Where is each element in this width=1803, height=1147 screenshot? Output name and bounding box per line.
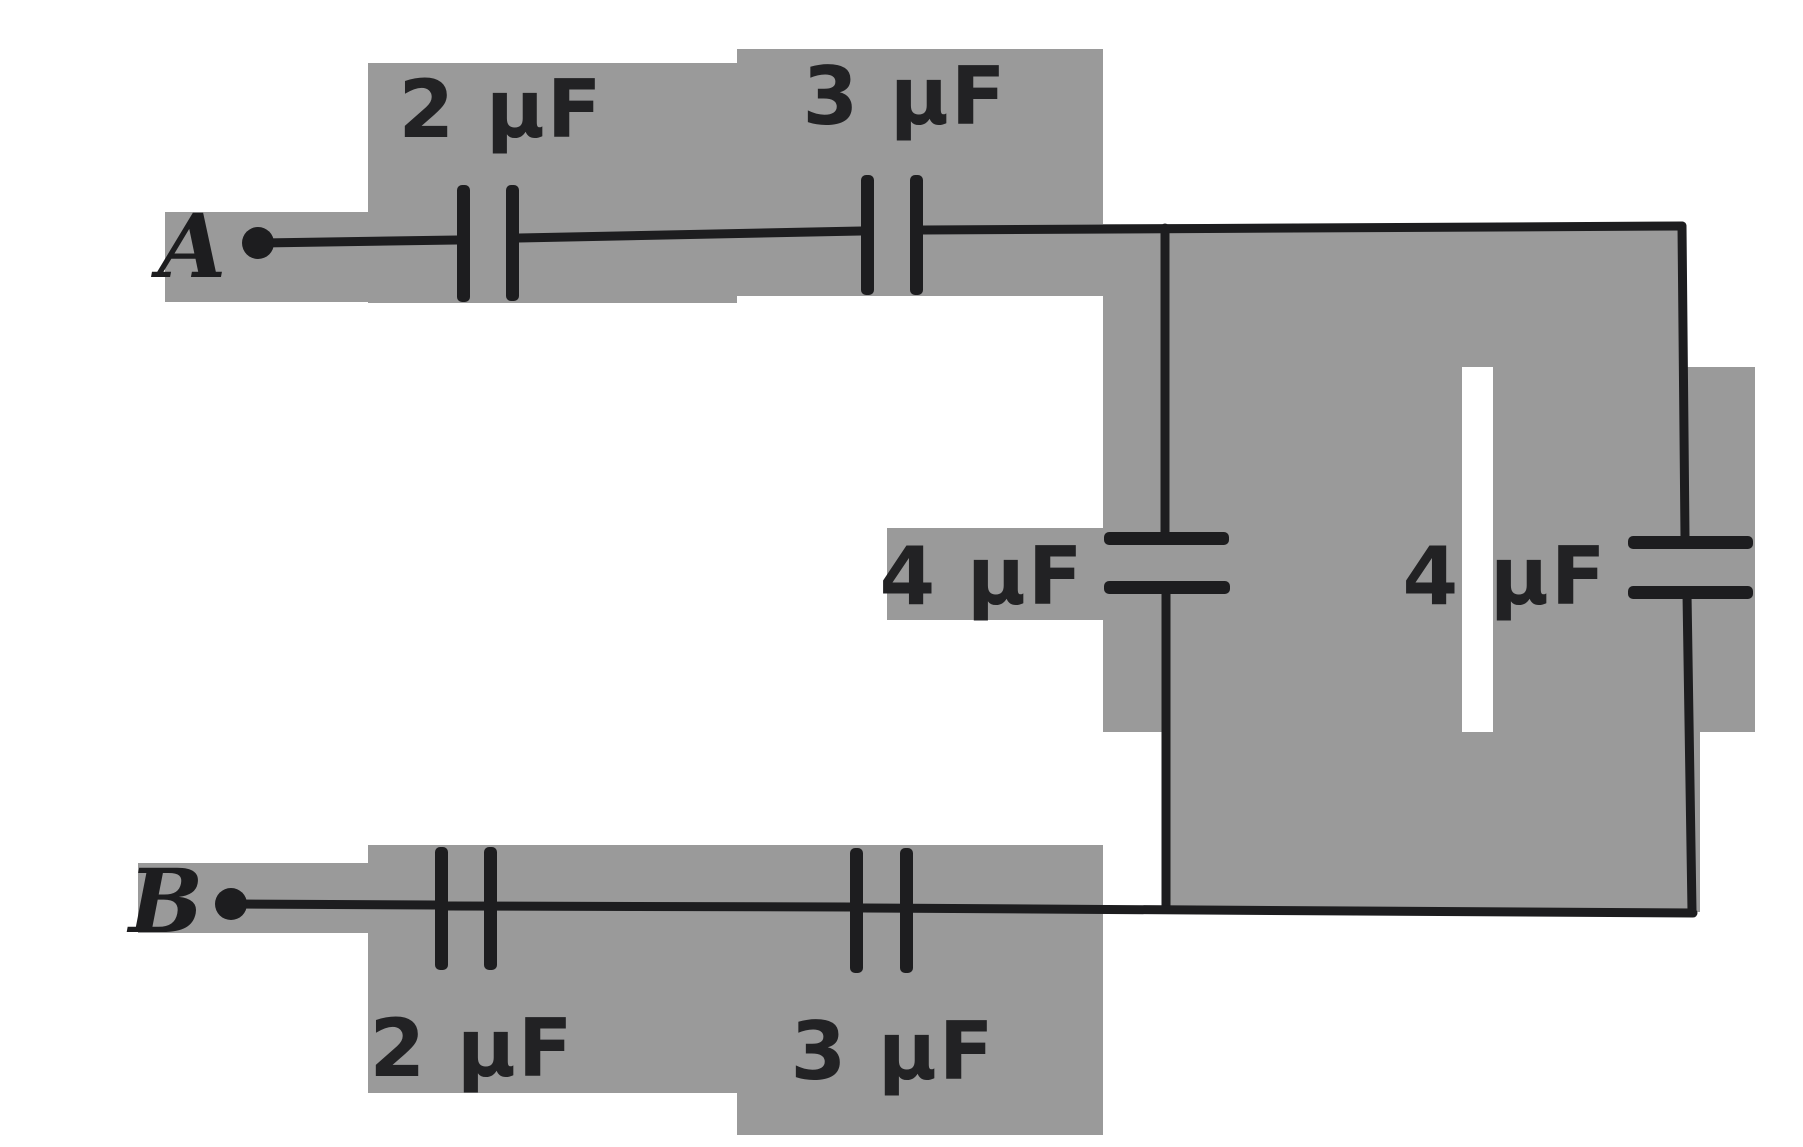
- cap-2uf-bottom-plate-left: [435, 847, 448, 970]
- cap-4uf-middle-label: 4 μF: [879, 530, 1085, 623]
- wire-top-a-to-c1: [257, 235, 462, 248]
- wire-bottom-c4-to-corner: [858, 903, 1698, 918]
- terminal-b-label: B: [128, 849, 204, 953]
- cap-3uf-top-label: 3 μF: [802, 50, 1008, 143]
- cap-3uf-bottom-label: 3 μF: [790, 1005, 996, 1098]
- highlight-patch: [887, 528, 1103, 620]
- highlight-patch: [1103, 224, 1683, 367]
- highlight-patch: [1493, 367, 1755, 732]
- cap-3uf-bottom-plate-right: [900, 848, 913, 973]
- wire-bottom-b-to-c3: [233, 899, 440, 910]
- cap-3uf-top-plate-right: [910, 175, 923, 295]
- cap-4uf-right-plate-top: [1628, 536, 1753, 549]
- cap-2uf-bottom-label: 2 μF: [369, 1002, 575, 1095]
- wire-right-lower: [1682, 589, 1697, 916]
- terminal-b-dot: [215, 888, 247, 920]
- cap-4uf-middle-plate-top: [1104, 532, 1229, 545]
- cap-3uf-bottom-plate-left: [850, 848, 863, 973]
- highlight-patch: [368, 63, 737, 303]
- highlight-patch: [1167, 732, 1700, 912]
- cap-4uf-right-plate-bottom: [1628, 586, 1753, 599]
- wire-bottom-c3-to-c4: [443, 901, 855, 912]
- wire-top-c2-to-corner: [918, 221, 1687, 235]
- highlight-patch: [737, 845, 1103, 1135]
- wire-right-upper: [1677, 221, 1690, 542]
- cap-4uf-right-label: 4 μF: [1402, 530, 1608, 623]
- highlight-patch: [138, 863, 368, 933]
- highlight-patch: [368, 845, 737, 1093]
- cap-2uf-top-label: 2 μF: [398, 63, 604, 156]
- cap-2uf-bottom-plate-right: [484, 847, 497, 970]
- terminal-a-dot: [242, 227, 274, 259]
- wire-top-c1-to-c2: [514, 226, 866, 243]
- highlight-patch: [165, 212, 368, 302]
- terminal-a-label: A: [157, 194, 227, 298]
- cap-4uf-middle-plate-bottom: [1104, 581, 1230, 594]
- cap-3uf-top-plate-left: [861, 175, 874, 295]
- cap-2uf-top-plate-left: [457, 185, 470, 302]
- cap-2uf-top-plate-right: [506, 185, 519, 301]
